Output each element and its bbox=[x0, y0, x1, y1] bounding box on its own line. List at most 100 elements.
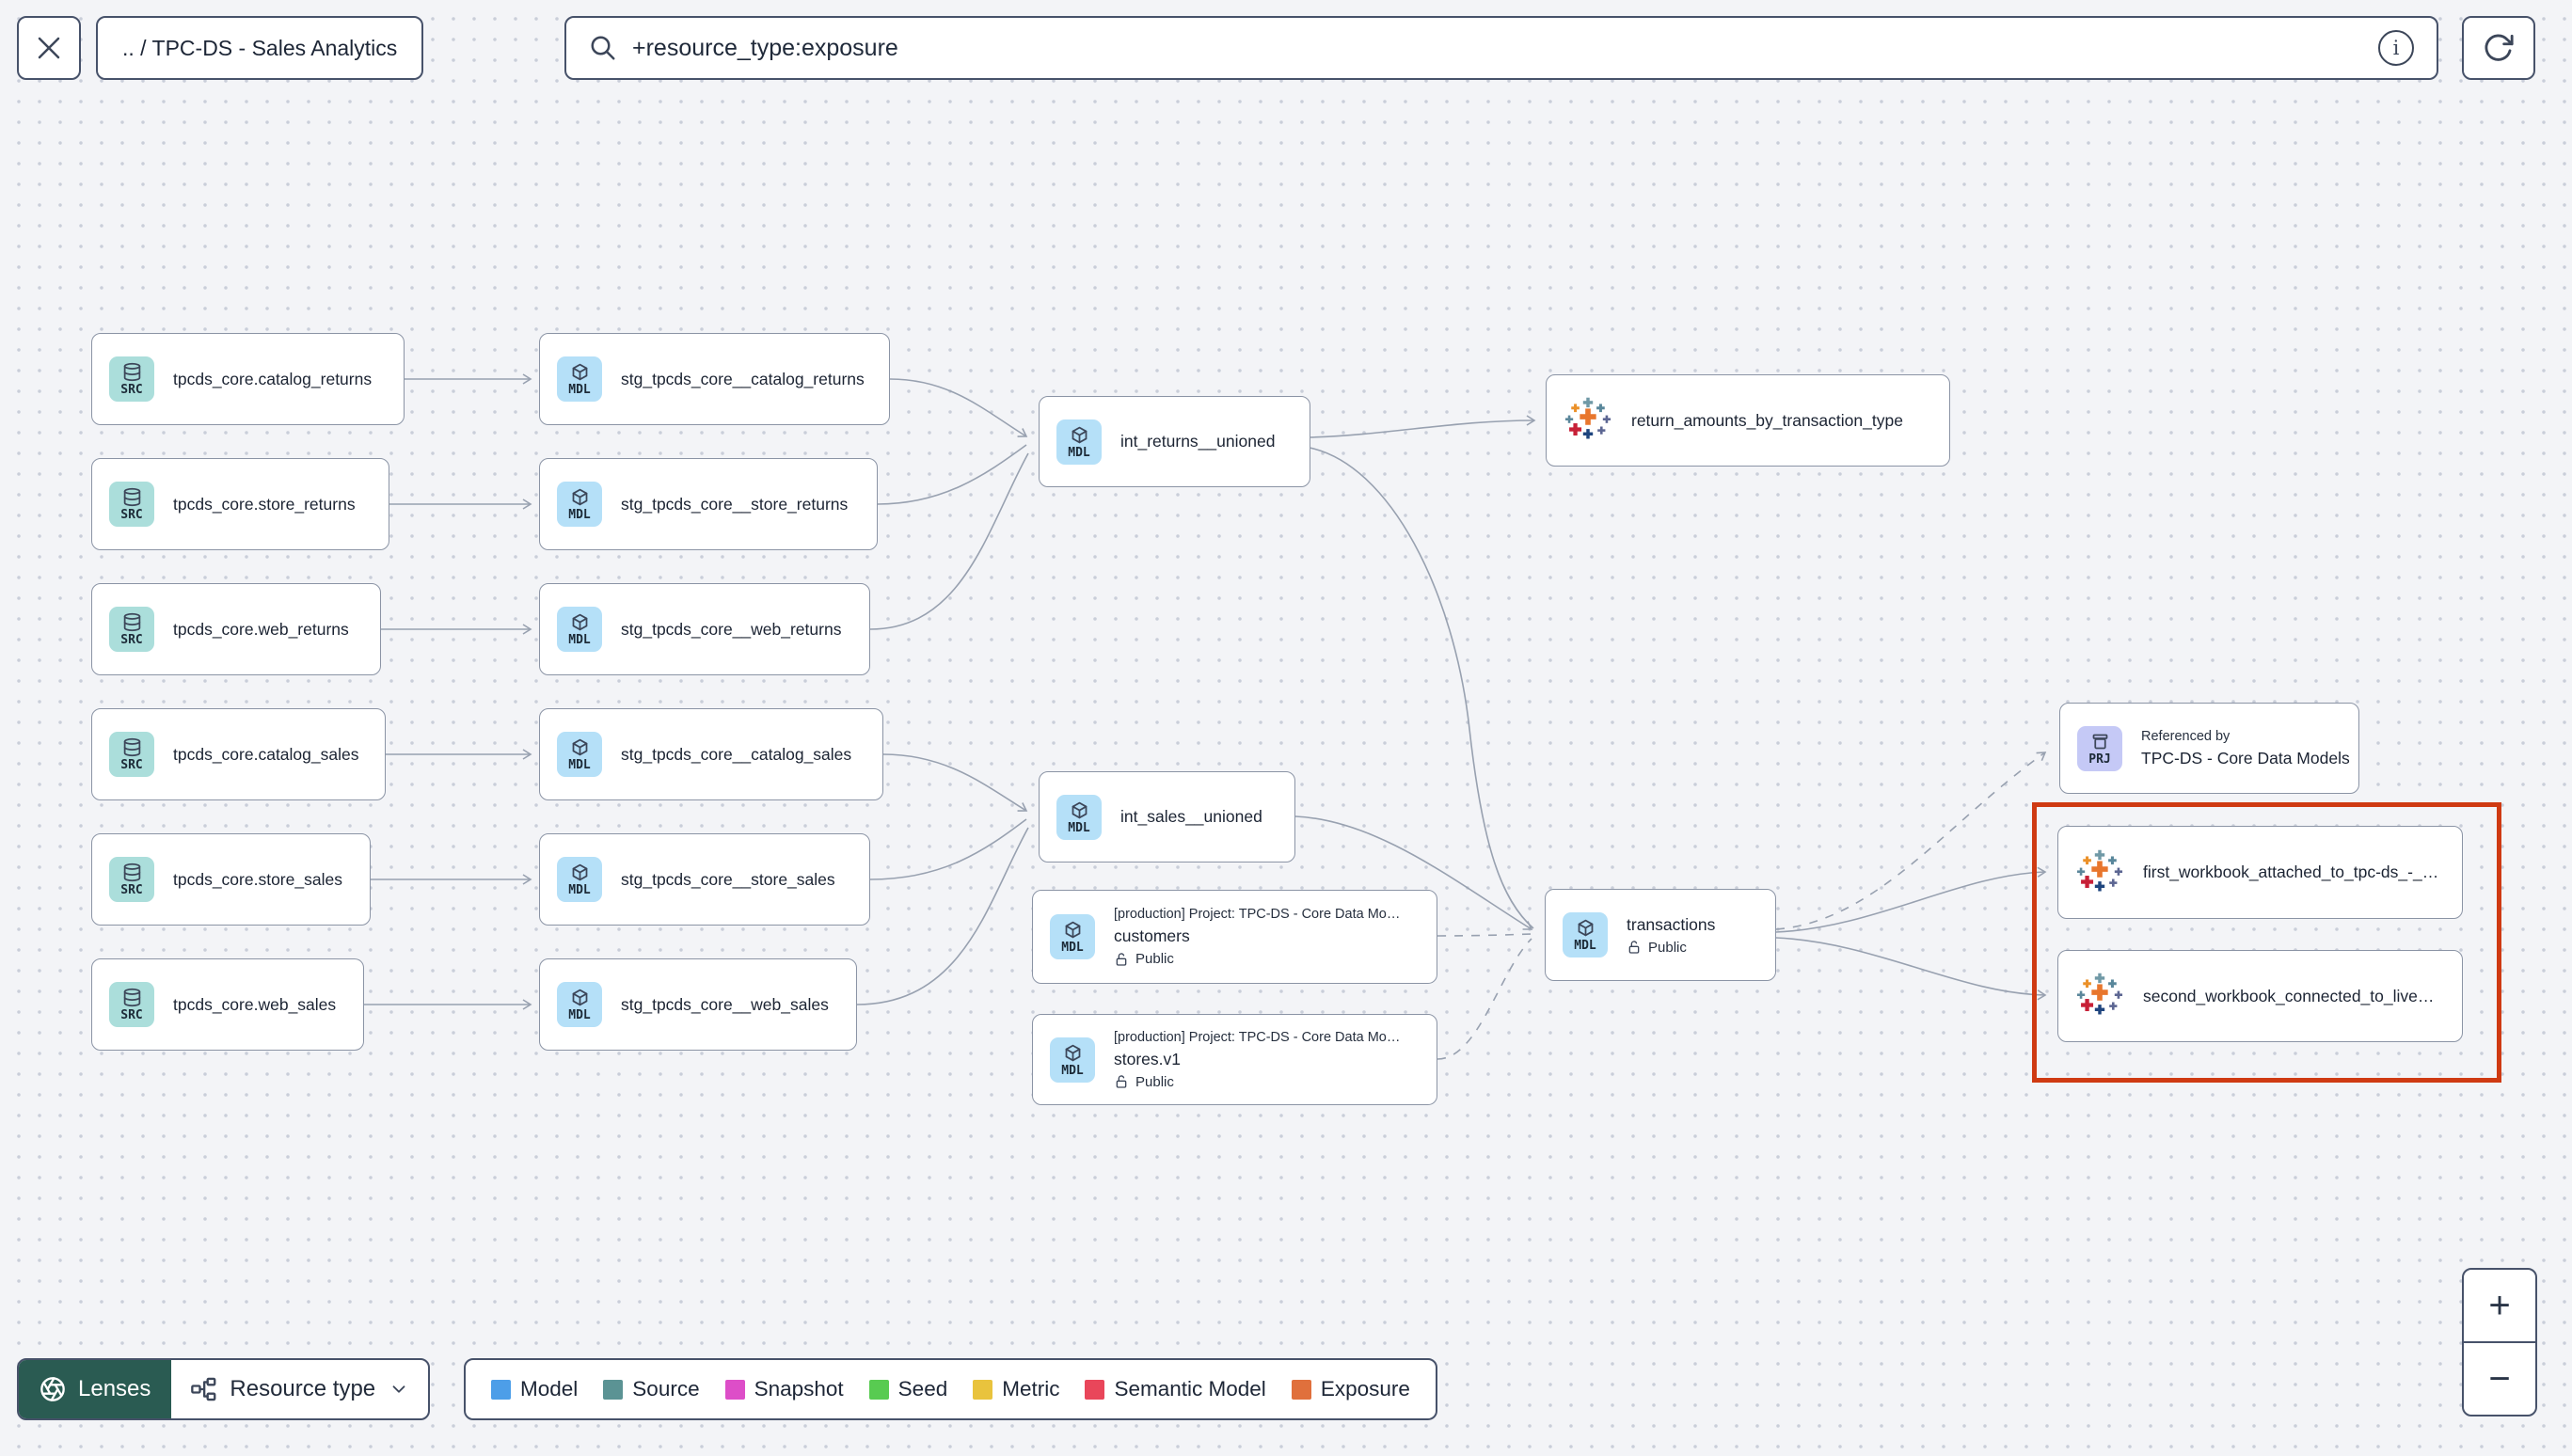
cube-icon bbox=[572, 989, 587, 1006]
model-badge: MDL bbox=[557, 356, 602, 402]
node-stg-store-sales[interactable]: MDL stg_tpcds_core__store_sales bbox=[539, 833, 870, 926]
search-input[interactable]: +resource_type:exposure i bbox=[564, 16, 2438, 80]
database-icon bbox=[123, 737, 140, 757]
search-value: +resource_type:exposure bbox=[632, 34, 898, 61]
source-badge: SRC bbox=[109, 356, 154, 402]
cube-icon bbox=[1578, 919, 1593, 937]
model-badge: MDL bbox=[1050, 914, 1095, 959]
lenses-button[interactable]: Lenses bbox=[19, 1360, 172, 1418]
node-exposure-first-workbook[interactable]: first_workbook_attached_to_tpc-ds_-_… bbox=[2057, 826, 2463, 919]
node-int-sales-unioned[interactable]: MDL int_sales__unioned bbox=[1039, 771, 1295, 863]
breadcrumb-label: .. / TPC-DS - Sales Analytics bbox=[122, 35, 398, 60]
legend-swatch bbox=[491, 1379, 511, 1400]
source-badge: SRC bbox=[109, 482, 154, 527]
chevron-down-icon bbox=[392, 1385, 405, 1393]
node-label: TPC-DS - Core Data Models bbox=[2141, 748, 2350, 768]
source-badge: SRC bbox=[109, 732, 154, 777]
node-label: int_sales__unioned bbox=[1120, 807, 1262, 826]
resource-type-label: Resource type bbox=[230, 1376, 376, 1401]
cube-icon bbox=[572, 363, 587, 381]
zoom-out-button[interactable]: − bbox=[2464, 1341, 2535, 1415]
legend-item-semantic-model: Semantic Model bbox=[1085, 1377, 1266, 1401]
database-icon bbox=[123, 362, 140, 382]
tableau-icon bbox=[2076, 973, 2123, 1015]
lenses-label: Lenses bbox=[78, 1376, 151, 1401]
node-label: tpcds_core.store_returns bbox=[173, 494, 356, 514]
node-stg-catalog-sales[interactable]: MDL stg_tpcds_core__catalog_sales bbox=[539, 708, 883, 800]
zoom-controls: + − bbox=[2462, 1268, 2537, 1416]
node-source-store-returns[interactable]: SRC tpcds_core.store_returns bbox=[91, 458, 389, 550]
refresh-icon bbox=[2485, 34, 2514, 61]
model-badge: MDL bbox=[557, 607, 602, 652]
unlock-icon bbox=[1116, 1075, 1127, 1088]
cube-icon bbox=[1072, 801, 1087, 818]
project-badge: PRJ bbox=[2077, 725, 2122, 771]
close-button[interactable] bbox=[17, 16, 81, 80]
node-label: tpcds_core.catalog_sales bbox=[173, 744, 359, 764]
archive-icon bbox=[2092, 734, 2107, 749]
node-stg-store-returns[interactable]: MDL stg_tpcds_core__store_returns bbox=[539, 458, 878, 550]
resource-type-dropdown[interactable]: Resource type bbox=[171, 1360, 428, 1418]
node-customers[interactable]: MDL [production] Project: TPC-DS - Core … bbox=[1032, 890, 1437, 984]
cube-icon bbox=[1065, 1044, 1080, 1061]
node-label: transactions bbox=[1627, 914, 1716, 934]
legend-swatch bbox=[868, 1379, 889, 1400]
unlock-icon bbox=[1116, 952, 1127, 966]
hierarchy-icon bbox=[191, 1377, 216, 1401]
node-source-catalog-sales[interactable]: SRC tpcds_core.catalog_sales bbox=[91, 708, 386, 800]
cube-icon bbox=[572, 488, 587, 506]
tableau-icon bbox=[2076, 849, 2123, 891]
cube-icon bbox=[572, 613, 587, 631]
model-badge: MDL bbox=[1056, 794, 1102, 840]
zoom-in-button[interactable]: + bbox=[2488, 1284, 2511, 1326]
legend-item-metric: Metric bbox=[973, 1377, 1059, 1401]
node-stores-v1[interactable]: MDL [production] Project: TPC-DS - Core … bbox=[1032, 1014, 1437, 1105]
database-icon bbox=[123, 612, 140, 632]
lenses-control-group: Lenses Resource type bbox=[17, 1358, 431, 1420]
node-label: stg_tpcds_core__store_sales bbox=[621, 869, 835, 889]
model-badge: MDL bbox=[557, 732, 602, 777]
node-source-store-sales[interactable]: SRC tpcds_core.store_sales bbox=[91, 833, 371, 926]
node-source-web-sales[interactable]: SRC tpcds_core.web_sales bbox=[91, 958, 364, 1051]
node-label: return_amounts_by_transaction_type bbox=[1631, 410, 1903, 430]
model-badge: MDL bbox=[557, 482, 602, 527]
search-icon bbox=[591, 36, 615, 60]
info-icon[interactable]: i bbox=[2378, 30, 2414, 66]
legend-item-snapshot: Snapshot bbox=[724, 1377, 844, 1401]
node-source-web-returns[interactable]: SRC tpcds_core.web_returns bbox=[91, 583, 381, 675]
node-transactions[interactable]: MDL transactions Public bbox=[1545, 889, 1776, 981]
node-label: tpcds_core.web_returns bbox=[173, 619, 349, 639]
legend-swatch bbox=[973, 1379, 993, 1400]
model-badge: MDL bbox=[557, 982, 602, 1027]
visibility-row: Public bbox=[1627, 940, 1715, 956]
node-stg-catalog-returns[interactable]: MDL stg_tpcds_core__catalog_returns bbox=[539, 333, 890, 425]
database-icon bbox=[123, 487, 140, 507]
node-label: int_returns__unioned bbox=[1120, 432, 1276, 451]
node-label: tpcds_core.catalog_returns bbox=[173, 369, 373, 388]
breadcrumb[interactable]: .. / TPC-DS - Sales Analytics bbox=[96, 16, 424, 80]
node-project-label: [production] Project: TPC-DS - Core Data… bbox=[1114, 907, 1401, 922]
cube-icon bbox=[572, 863, 587, 881]
legend-swatch bbox=[724, 1379, 745, 1400]
model-badge: MDL bbox=[1056, 419, 1102, 465]
refresh-button[interactable] bbox=[2462, 16, 2535, 80]
node-label: first_workbook_attached_to_tpc-ds_-_… bbox=[2143, 863, 2439, 881]
source-badge: SRC bbox=[109, 857, 154, 902]
node-referenced-by-project[interactable]: PRJ Referenced by TPC-DS - Core Data Mod… bbox=[2059, 703, 2359, 794]
node-exposure-second-workbook[interactable]: second_workbook_connected_to_live… bbox=[2057, 950, 2463, 1042]
node-stg-web-sales[interactable]: MDL stg_tpcds_core__web_sales bbox=[539, 958, 857, 1051]
legend-item-source: Source bbox=[603, 1377, 700, 1401]
node-source-catalog-returns[interactable]: SRC tpcds_core.catalog_returns bbox=[91, 333, 405, 425]
model-badge: MDL bbox=[557, 857, 602, 902]
database-icon bbox=[123, 863, 140, 882]
node-label: tpcds_core.web_sales bbox=[173, 994, 337, 1014]
unlock-icon bbox=[1628, 941, 1640, 954]
node-project-label: [production] Project: TPC-DS - Core Data… bbox=[1114, 1029, 1401, 1045]
node-int-returns-unioned[interactable]: MDL int_returns__unioned bbox=[1039, 396, 1310, 487]
node-stg-web-returns[interactable]: MDL stg_tpcds_core__web_returns bbox=[539, 583, 870, 675]
model-badge: MDL bbox=[1563, 912, 1608, 957]
node-exposure-return-amounts[interactable]: return_amounts_by_transaction_type bbox=[1546, 374, 1950, 467]
source-badge: SRC bbox=[109, 607, 154, 652]
